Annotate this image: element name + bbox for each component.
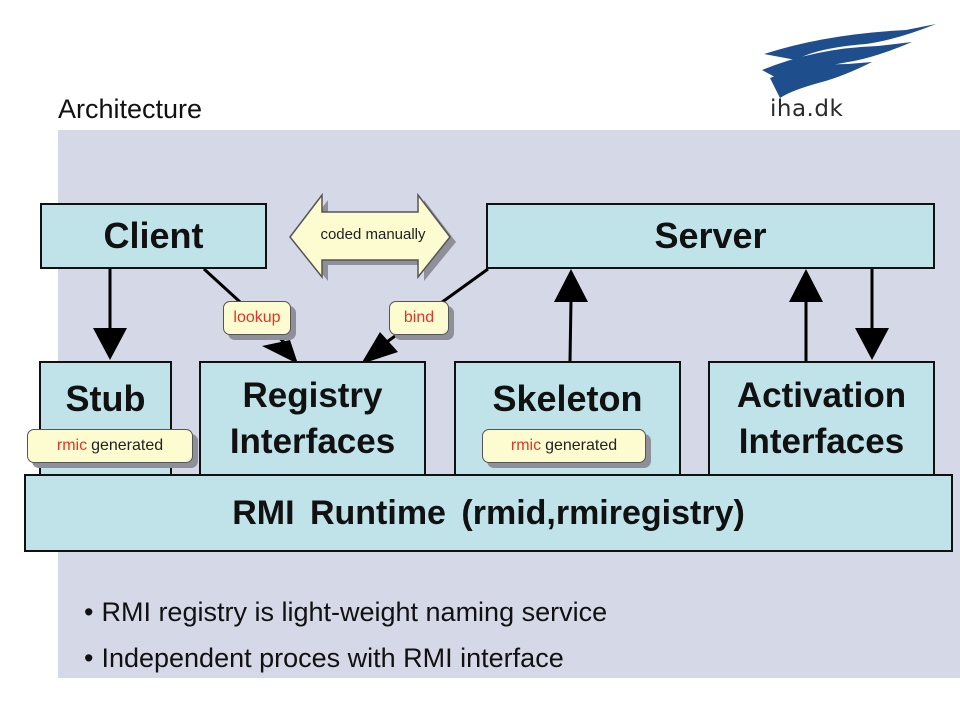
coded-manually-label: coded manually — [320, 226, 426, 243]
server-to-activation-arrow — [855, 269, 889, 360]
lookup-label: lookup — [233, 309, 281, 326]
bullet-text: Independent proces with RMI interface — [101, 643, 564, 673]
bind-label: bind — [403, 309, 435, 326]
slide-heading: Architecture — [58, 94, 203, 124]
bind-tag: bind — [389, 301, 449, 335]
skeleton-tag-rmic: rmic — [510, 437, 542, 454]
iha-logo-icon — [762, 24, 936, 98]
rmi-runtime-label: RMI Runtime (rmid,rmiregistry) — [232, 493, 745, 532]
registry-interfaces-box: Registry Interfaces — [199, 361, 426, 481]
stub-tag-rmic: rmic — [56, 437, 88, 454]
activation-label-line2: Interfaces — [738, 421, 905, 461]
client-label: Client — [103, 215, 204, 256]
skeleton-box: Skeleton — [454, 361, 681, 481]
stub-label: Stub — [65, 378, 146, 419]
server-label: Server — [654, 215, 767, 256]
server-box: Server — [486, 203, 935, 269]
rmi-runtime-box: RMI Runtime (rmid,rmiregistry) — [24, 474, 953, 552]
client-box: Client — [40, 203, 267, 269]
bullet-item: •Independent proces with RMI interface — [84, 640, 607, 686]
registry-label-line2: Interfaces — [229, 421, 396, 461]
bullet-dot-icon: • — [84, 597, 94, 627]
bullet-text: RMI registry is light-weight naming serv… — [101, 597, 608, 627]
bullet-dot-icon: • — [84, 643, 94, 673]
bullet-list: •RMI registry is light-weight naming ser… — [84, 594, 607, 686]
stub-tag-generated: generated — [91, 437, 164, 454]
bullet-item: •RMI registry is light-weight naming ser… — [84, 594, 607, 640]
skeleton-label: Skeleton — [492, 378, 643, 419]
stub-box: Stub — [39, 361, 172, 481]
registry-label-line1: Registry — [242, 376, 383, 415]
activation-label-line1: Activation — [736, 376, 907, 415]
coded-manually-double-arrow-icon — [289, 193, 456, 281]
lookup-tag: lookup — [223, 301, 291, 335]
skeleton-tag-generated: generated — [545, 437, 618, 454]
logo-text: iha.dk — [770, 96, 844, 122]
client-to-stub-arrow — [93, 269, 127, 360]
activation-interfaces-box: Activation Interfaces — [708, 361, 935, 481]
skeleton-to-server-arrow — [554, 269, 588, 362]
activation-to-server-arrow — [789, 269, 823, 361]
